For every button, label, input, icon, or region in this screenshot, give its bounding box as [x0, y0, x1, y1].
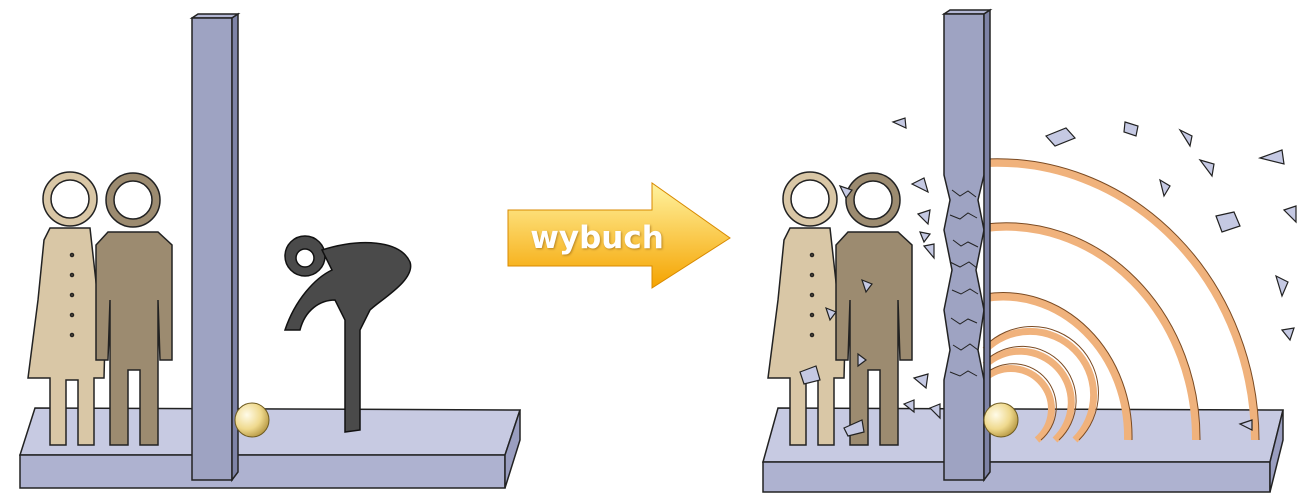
- wall-cracked: [941, 8, 993, 483]
- woman-figure: [27, 171, 107, 446]
- scene-before: [18, 12, 522, 489]
- wall-cracks: [949, 189, 979, 377]
- man-figure: [95, 172, 173, 446]
- ring-1: [982, 365, 1055, 443]
- woman-figure-after: [767, 171, 847, 446]
- ring-5: [984, 222, 1201, 441]
- wall-intact: [189, 12, 241, 483]
- ball: [234, 402, 270, 438]
- scene-after: [762, 8, 1297, 493]
- ring-2: [982, 347, 1075, 443]
- pushing-figure: [283, 235, 412, 433]
- base-platform-after: [762, 407, 1284, 493]
- man-figure-after: [835, 172, 913, 446]
- flying-debris: [799, 117, 1297, 437]
- transition-arrow: [507, 182, 731, 289]
- ring-3: [982, 327, 1098, 443]
- ring-4: [984, 292, 1133, 441]
- shockwave-rings: [982, 158, 1259, 443]
- ball-after: [983, 402, 1019, 438]
- ring-6: [984, 158, 1259, 441]
- base-platform: [18, 407, 522, 489]
